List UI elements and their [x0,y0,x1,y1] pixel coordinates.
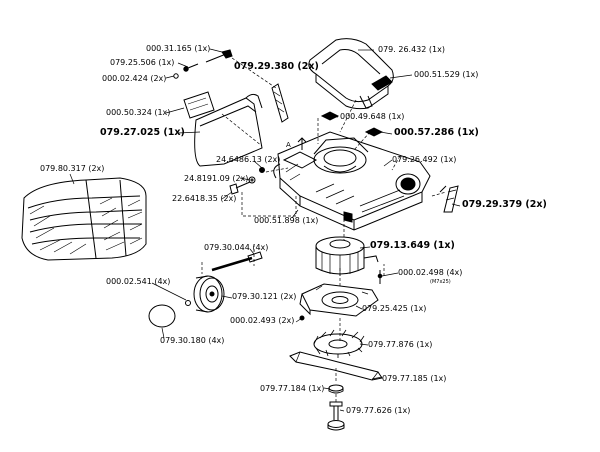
top-cover-part [308,38,394,110]
label-view-a: A [286,141,291,149]
label-079-25-506: 079.25.506 (1x) [110,58,175,67]
label-079-26-492: 079.26.492 (1x) [392,155,457,164]
right-handle-bracket-part [439,185,459,213]
label-079-30-121: 079.30.121 (2x) [232,292,297,301]
label-000-51-529: 000.51.529 (1x) [414,70,479,79]
label-079-29-379: 079.29.379 (2x) [462,199,547,210]
label-000-49-648: 000.49.648 (1x) [340,112,405,121]
label-079-77-184: 079.77.184 (1x) [260,384,325,393]
screw-parts [173,49,233,79]
label-000-02-493: 000.02.493 (2x) [230,316,295,325]
motor-part [315,236,383,284]
label-079-27-025: 079.27.025 (1x) [100,127,185,138]
label-000-02-424: 000.02.424 (2x) [102,74,167,83]
handle-bracket-part [271,83,289,123]
label-079-30-180: 079.30.180 (4x) [160,336,225,345]
label-000-02-541: 000.02.541 (4x) [106,277,171,286]
fan-part [299,283,379,321]
mower-housing-part [273,131,431,231]
wheel-parts [148,251,263,328]
rear-flap-part [183,91,263,167]
label-079-77-626: 079.77.626 (1x) [346,406,411,415]
label-000-50-324: 000.50.324 (1x) [106,108,171,117]
label-m7x25: (M7x25) [430,279,451,285]
cutting-disc-part [313,329,365,358]
grass-bag-part [21,177,147,261]
label-079-13-649: 079.13.649 (1x) [370,240,455,251]
label-079-77-876: 079.77.876 (1x) [368,340,433,349]
label-079-77-185: 079.77.185 (1x) [382,374,447,383]
washer-bolt-parts [327,384,345,431]
label-079-29-380: 079.29.380 (2x) [234,61,319,72]
label-000-02-498: 000.02.498 (4x) [398,268,463,277]
label-079-26-432: 079. 26.432 (1x) [378,45,445,54]
label-079-30-044: 079.30.044 (4x) [204,243,269,252]
dashed-leader-lines [201,57,447,404]
label-24-6486-13: 24.6486.13 (2x) [216,155,281,164]
label-24-8191-09: 24.8191.09 (2x) [184,174,249,183]
label-079-25-425: 079.25.425 (1x) [362,304,427,313]
fastener-parts [229,167,265,195]
label-000-51-898: 000.51.898 (1x) [254,216,319,225]
label-000-31-165: 000.31.165 (1x) [146,44,211,53]
label-000-57-286: 000.57.286 (1x) [394,127,479,138]
label-leader-lines [69,48,461,412]
label-22-6418-35: 22.6418.35 (2x) [172,194,237,203]
label-079-80-317: 079.80.317 (2x) [40,164,105,173]
